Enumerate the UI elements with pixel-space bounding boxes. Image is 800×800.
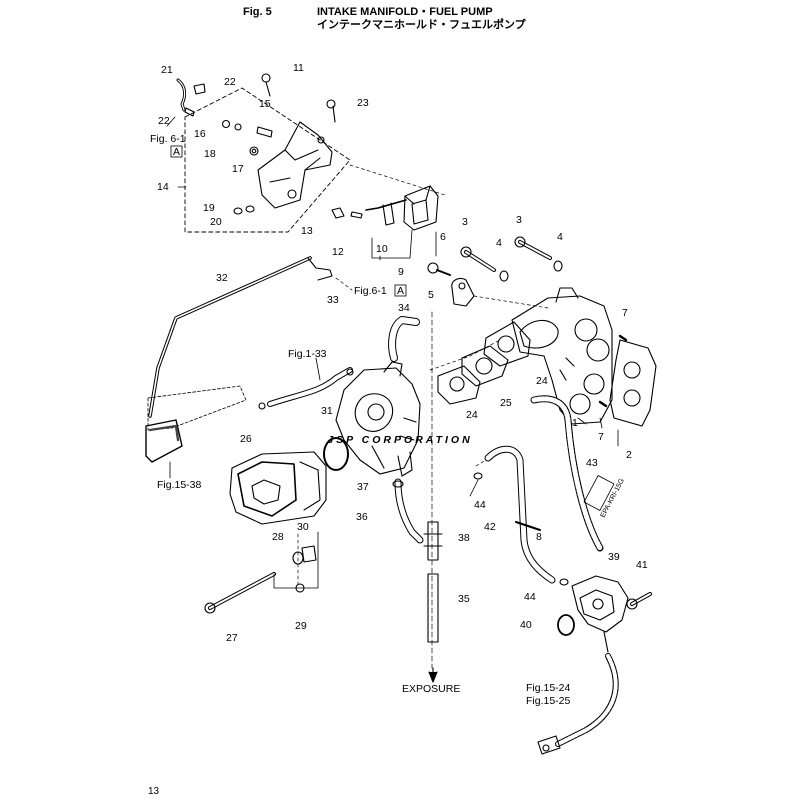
ref-fig-15-25: Fig.15-25 <box>526 695 571 707</box>
figure-title-jp: インテークマニホールド・フュエルポンプ <box>317 19 526 31</box>
bracket-plate <box>257 121 333 209</box>
part-number: 40 <box>520 619 532 631</box>
bolt-11-head <box>261 73 271 83</box>
part-number: 30 <box>297 521 309 533</box>
part-number: 37 <box>357 481 369 493</box>
collar-30 <box>301 545 317 563</box>
part-number: 24 <box>536 375 548 387</box>
part-number: 18 <box>204 148 216 160</box>
bracket-assembly-box <box>184 87 351 233</box>
silencer-26 <box>229 451 327 525</box>
part-number: 44 <box>524 591 536 603</box>
washer-4-left <box>499 270 509 282</box>
nut-29 <box>295 583 305 593</box>
part-number: 29 <box>295 620 307 632</box>
manifold-gasket <box>609 339 657 427</box>
part-number: 39 <box>608 551 620 563</box>
part-number: 2 <box>626 449 632 461</box>
ref-box-a-left: A <box>173 146 180 158</box>
fuel-pipe-21 <box>176 78 187 112</box>
part-number: 27 <box>226 632 238 644</box>
part-number: 31 <box>321 405 333 417</box>
gasket-24-lower <box>437 365 481 405</box>
part-number: 4 <box>496 237 502 249</box>
part-number: 38 <box>458 532 470 544</box>
carburetor <box>335 367 421 475</box>
oring-31 <box>323 437 349 471</box>
washer-4-right <box>553 260 563 272</box>
page-number: 13 <box>148 786 160 797</box>
screw-23-head <box>326 99 336 109</box>
part-number: 24 <box>466 409 478 421</box>
ref-fig-15-38: Fig.15-38 <box>157 479 202 491</box>
part-number: 34 <box>398 302 410 314</box>
figure-number: Fig. 5 <box>243 6 272 18</box>
part-number: 25 <box>500 397 512 409</box>
part-number: 26 <box>240 433 252 445</box>
fuel-pump <box>571 575 629 633</box>
part-number: 8 <box>536 531 542 543</box>
part-number: 21 <box>161 64 173 76</box>
switch-cable <box>365 199 407 211</box>
part-number: 22 <box>224 76 236 88</box>
fuel-line-32 <box>148 256 312 418</box>
part-number: 22 <box>158 115 170 127</box>
spacer-25 <box>461 345 509 387</box>
silencer-tray <box>147 385 247 431</box>
part-number: 28 <box>272 531 284 543</box>
joint-38 <box>427 521 439 561</box>
watermark: JSP CORPORATION <box>327 434 472 446</box>
part-number: 6 <box>440 231 446 243</box>
part-number: 3 <box>462 216 468 228</box>
part-number: 17 <box>232 163 244 175</box>
ref-box-a-right: A <box>397 285 404 297</box>
part-number: 35 <box>458 593 470 605</box>
ref-fig-6-1-left: Fig. 6-1 <box>150 133 186 145</box>
part-number: 9 <box>398 266 404 278</box>
part-number: 5 <box>428 289 434 301</box>
ref-fig-1-33: Fig.1-33 <box>288 348 327 360</box>
part-number: 23 <box>357 97 369 109</box>
part-number: 42 <box>484 521 496 533</box>
part-number: 32 <box>216 272 228 284</box>
part-number: 3 <box>516 214 522 226</box>
part-number: 43 <box>586 457 598 469</box>
part-number: 12 <box>332 246 344 258</box>
ref-fig-15-24: Fig.15-24 <box>526 682 571 694</box>
ref-fig-6-1-right: Fig.6-1 <box>354 285 387 297</box>
part-number: 1 <box>572 417 578 429</box>
part-number: 13 <box>301 225 313 237</box>
part-number: 36 <box>356 511 368 523</box>
hose-35 <box>427 573 439 643</box>
clamp-5 <box>451 277 475 307</box>
part-number: 19 <box>203 202 215 214</box>
part-number: 10 <box>376 243 388 255</box>
part-number: 7 <box>622 307 628 319</box>
part-number: 15 <box>259 98 271 110</box>
bolt-6-head <box>427 262 439 274</box>
gasket-24-upper <box>483 321 531 367</box>
part-number: 16 <box>194 128 206 140</box>
hose-tag-label: EPA-KRI-15G <box>600 478 626 519</box>
figure-title-en: INTAKE MANIFOLD・FUEL PUMP <box>317 6 493 18</box>
part-number: 41 <box>636 559 648 571</box>
part-number: 44 <box>474 499 486 511</box>
part-number: 33 <box>327 294 339 306</box>
oring-40 <box>557 614 575 636</box>
part-number: 4 <box>557 231 563 243</box>
part-number: 20 <box>210 216 222 228</box>
part-number: 11 <box>293 62 304 74</box>
switch-body <box>403 185 439 231</box>
exposure-label: EXPOSURE <box>402 683 460 695</box>
part-number: 7 <box>598 431 604 443</box>
intake-manifold <box>511 295 613 425</box>
part-number: 14 <box>157 181 169 193</box>
